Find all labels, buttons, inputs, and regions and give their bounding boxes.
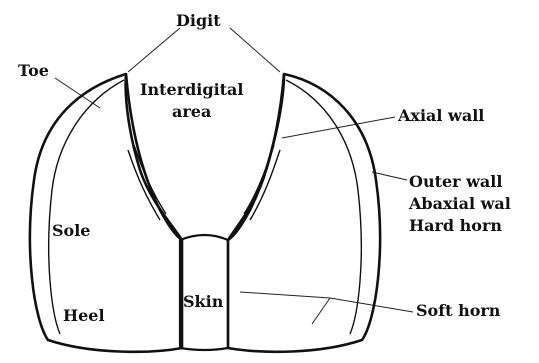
- label-digit: Digit: [176, 11, 221, 30]
- right-claw-outline: [228, 74, 380, 352]
- outer-wall-leader: [372, 172, 407, 180]
- digit-leader-right: [230, 28, 280, 72]
- label-skin: Skin: [183, 292, 224, 311]
- left-claw-outline: [30, 74, 182, 352]
- label-sole: Sole: [52, 221, 90, 240]
- right-axial-line-1: [250, 150, 280, 220]
- label-soft-horn: Soft horn: [416, 301, 501, 320]
- label-abaxial-wall: Abaxial wal: [408, 194, 511, 213]
- label-heel: Heel: [63, 306, 105, 325]
- digit-leader-left: [128, 28, 180, 72]
- soft-horn-tick: [312, 298, 330, 324]
- label-axial-wall: Axial wall: [397, 106, 484, 125]
- label-toe: Toe: [18, 61, 49, 80]
- label-outer-wall: Outer wall: [409, 172, 502, 191]
- axial-wall-leader: [282, 117, 395, 138]
- label-interdigital: Interdigital: [140, 80, 243, 99]
- left-axial-line-1: [128, 150, 160, 220]
- label-area: area: [172, 102, 211, 121]
- label-hard-horn: Hard horn: [409, 216, 502, 235]
- soft-horn-leader: [240, 292, 413, 312]
